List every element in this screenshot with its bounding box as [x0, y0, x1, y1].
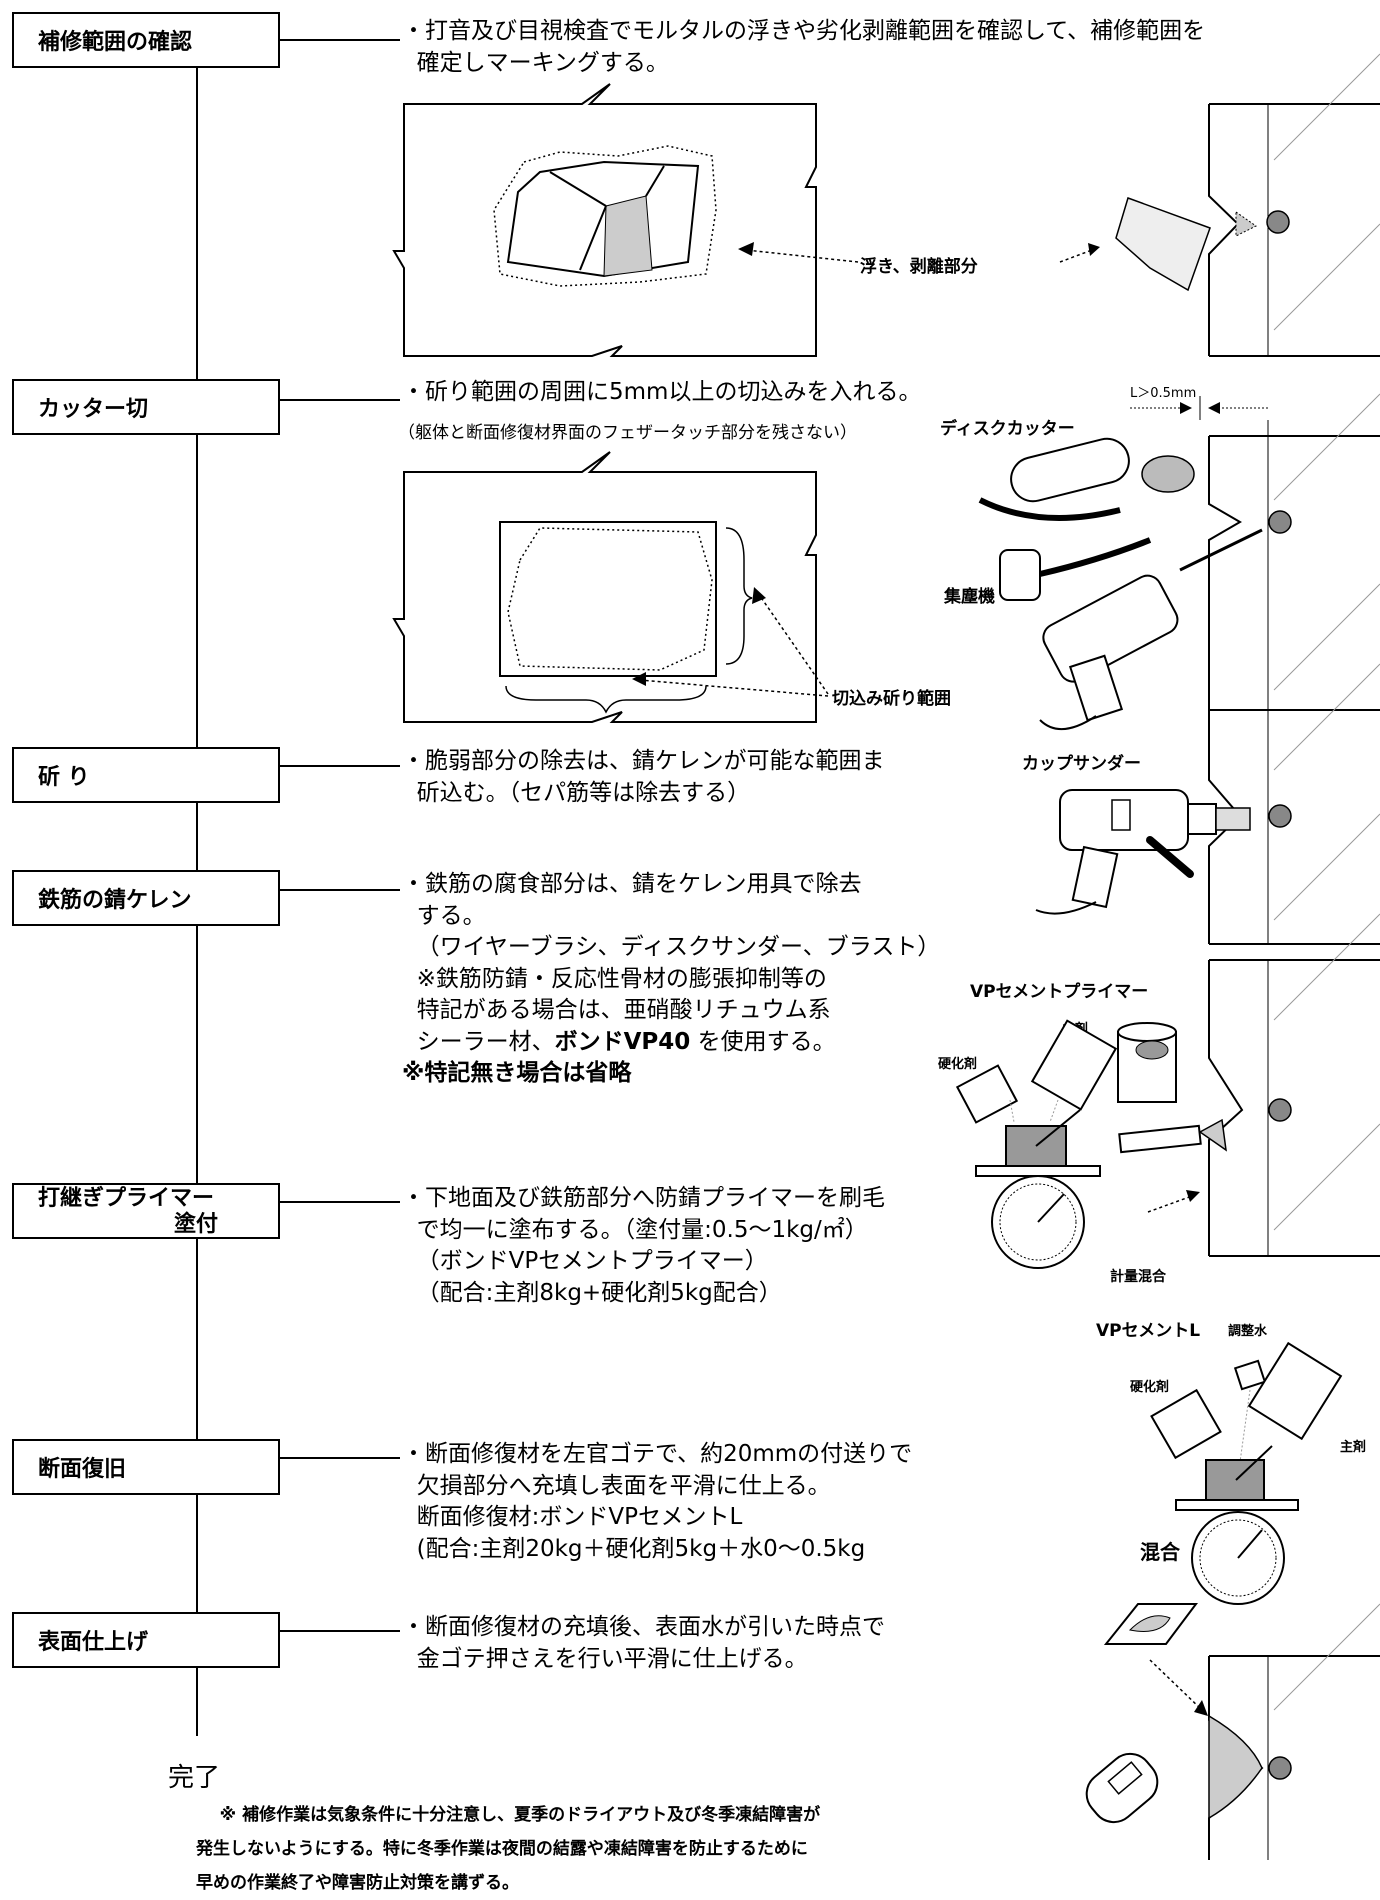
step-label-line1: 打継ぎプライマー	[38, 1185, 215, 1211]
step-repair-range-check: 補修範囲の確認	[12, 12, 280, 68]
desc-step2: ・斫り範囲の周囲に5mm以上の切込みを入れる。	[402, 379, 922, 405]
step-rust-removal: 鉄筋の錆ケレン	[12, 870, 280, 926]
label-cut-range: 切込み斫り範囲	[832, 689, 951, 709]
step-label: 鉄筋の錆ケレン	[38, 888, 192, 913]
label-l-dimension: L＞0.5mm	[1130, 386, 1197, 401]
step-label: カッター切	[38, 397, 149, 422]
step-section-restoration: 断面復旧	[12, 1439, 280, 1495]
step-label: 補修範囲の確認	[38, 30, 193, 55]
caution-note: ※ 補修作業は気象条件に十分注意し、夏季のドライアウト及び冬季凍結障害が 発生し…	[196, 1805, 821, 1893]
label-dust-collector: 集塵機	[944, 587, 995, 607]
label-main-agent2: 主剤	[1340, 1440, 1367, 1455]
label-float-peel: 浮き、剥離部分	[860, 257, 978, 277]
step-label: 断面復旧	[38, 1457, 127, 1482]
connector	[280, 1630, 400, 1632]
connector	[280, 1457, 400, 1459]
step-surface-finish: 表面仕上げ	[12, 1612, 280, 1668]
connector	[280, 1201, 400, 1203]
desc-step4-text: ・鉄筋の腐食部分は、錆をケレン用具で除去 する。 （ワイヤーブラシ、ディスクサン…	[402, 871, 941, 1055]
desc-step4-note: ※特記無き場合は省略	[402, 1060, 632, 1086]
connector	[280, 889, 400, 891]
label-vp-primer: VPセメントプライマー	[970, 982, 1149, 1002]
step-label: 斫 り	[38, 765, 90, 790]
label-disk-cutter: ディスクカッター	[940, 419, 1075, 439]
desc-step1: ・打音及び目視検査でモルタルの浮きや劣化剥離範囲を確認して、補修範囲を 確定しマ…	[402, 18, 1206, 76]
desc-step3: ・脆弱部分の除去は、錆ケレンが可能な範囲ま 斫込む。（セパ筋等は除去する）	[402, 748, 885, 806]
label-vp-cement-l: VPセメントL	[1096, 1321, 1201, 1341]
label-cup-sander: カップサンダー	[1022, 754, 1141, 774]
connector	[280, 399, 400, 401]
step-chipping: 斫 り	[12, 747, 280, 803]
desc-step7: ・断面修復材の充填後、表面水が引いた時点で 金ゴテ押さえを行い平滑に仕上げる。	[402, 1614, 885, 1672]
desc-step4-bond: ボンドVP40	[554, 1028, 691, 1055]
desc-step5: ・下地面及び鉄筋部分へ防錆プライマーを刷毛 で均一に塗布する。（塗付量:0.5〜…	[402, 1185, 885, 1306]
step-label-line2: 塗付	[174, 1212, 219, 1237]
connector	[280, 39, 400, 41]
desc-step2-sub: （躯体と断面修復材界面のフェザータッチ部分を残さない）	[398, 423, 857, 443]
desc-step4-tail: を使用する。	[690, 1028, 836, 1055]
label-adjust-water: 調整水	[1228, 1324, 1268, 1339]
label-hardener2: 硬化剤	[1130, 1380, 1170, 1395]
connector	[280, 765, 400, 767]
step-label: 表面仕上げ	[38, 1630, 149, 1655]
desc-step4: ・鉄筋の腐食部分は、錆をケレン用具で除去 する。 （ワイヤーブラシ、ディスクサン…	[402, 869, 940, 1090]
desc-step6: ・断面修復材を左官ゴテで、約20mmの付送りで 欠損部分へ充填し表面を平滑に仕上…	[402, 1441, 913, 1562]
done-label: 完了	[168, 1763, 221, 1793]
label-mix: 混合	[1140, 1540, 1180, 1564]
step-cutter: カッター切	[12, 379, 280, 435]
step-primer: 打継ぎプライマー 塗付	[12, 1183, 280, 1239]
label-hardener: 硬化剤	[938, 1057, 978, 1072]
label-weigh-mix: 計量混合	[1110, 1269, 1166, 1285]
